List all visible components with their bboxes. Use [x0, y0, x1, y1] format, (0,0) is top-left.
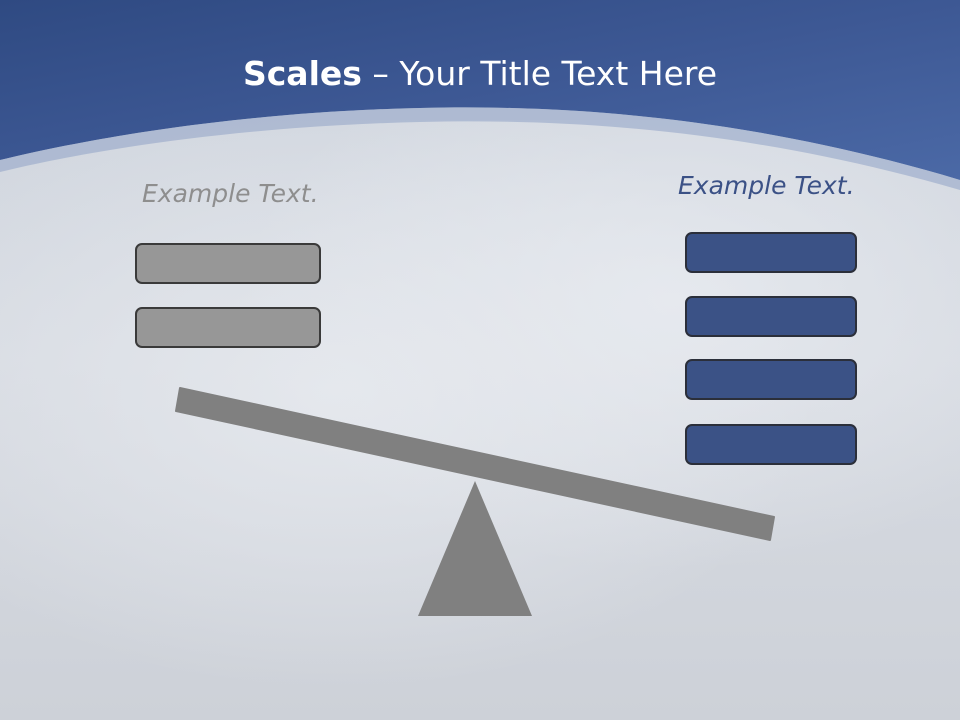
right-box-3 — [685, 359, 857, 400]
left-label: Example Text. — [142, 179, 319, 208]
scale-beam — [175, 387, 775, 541]
slide-title: Scales – Your Title Text Here — [0, 52, 960, 96]
left-box-1 — [135, 243, 321, 284]
right-box-1 — [685, 232, 857, 273]
left-box-2 — [135, 307, 321, 348]
scale-fulcrum — [418, 481, 532, 616]
right-box-4 — [685, 424, 857, 465]
right-label: Example Text. — [678, 171, 855, 200]
title-rest: – Your Title Text Here — [361, 54, 718, 93]
right-box-2 — [685, 296, 857, 337]
title-bold: Scales — [242, 54, 362, 93]
